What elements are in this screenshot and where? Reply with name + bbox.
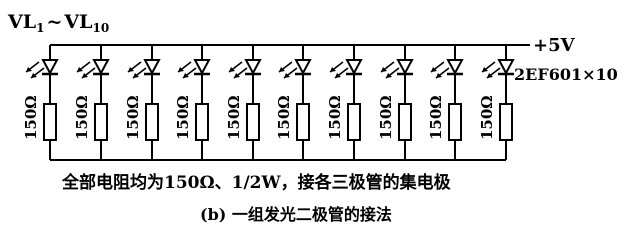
led-10-arrowhead-1: [482, 67, 488, 72]
led-7-arrowhead-2: [335, 73, 341, 78]
led-5-arrowhead-1: [229, 67, 235, 72]
led-5-arrowhead-2: [234, 73, 240, 78]
led-1-arrowhead-1: [26, 67, 32, 72]
led-4-arrowhead-1: [178, 67, 184, 72]
label-sub-10: 10: [93, 21, 110, 35]
resistor-label-3: 150Ω: [124, 95, 142, 140]
label-sub-1: 1: [36, 21, 44, 35]
led-3-triangle: [143, 59, 161, 76]
resistor-label-9: 150Ω: [427, 95, 445, 140]
led-9-arrowhead-2: [436, 73, 442, 78]
resistor-6: [296, 103, 310, 141]
label-tilde: ~: [46, 11, 62, 33]
led-branch-3: 150Ω: [124, 45, 161, 160]
resistor-2: [94, 103, 108, 141]
led-branch-7: 150Ω: [326, 45, 363, 160]
led-branch-6: 150Ω: [275, 45, 312, 160]
resistor-7: [347, 103, 361, 141]
led-2-triangle: [92, 59, 110, 76]
resistor-label-6: 150Ω: [275, 95, 293, 140]
led-8-triangle: [396, 59, 414, 76]
led-3-arrowhead-2: [133, 73, 139, 78]
led-branches: 150Ω 150Ω 150Ω 150Ω 150Ω 150Ω 150Ω 150Ω 150Ω 150Ω: [22, 45, 515, 160]
led-branch-4: 150Ω: [174, 45, 211, 160]
led-8-arrowhead-1: [381, 67, 387, 72]
led-7-triangle: [345, 59, 363, 76]
led-branch-5: 150Ω: [225, 45, 262, 160]
led-7-arrowhead-1: [330, 67, 336, 72]
resistor-label-2: 150Ω: [73, 95, 91, 140]
led-6-triangle: [294, 59, 312, 76]
led-branch-1: 150Ω: [22, 45, 59, 160]
resistor-label-1: 150Ω: [22, 95, 40, 140]
supply-label: +5V: [533, 35, 576, 56]
led-2-arrowhead-1: [77, 67, 83, 72]
led-branch-8: 150Ω: [377, 45, 414, 160]
caption-text: (b) 一组发光二极管的接法: [200, 205, 392, 224]
part-label: 2EF601×10: [514, 65, 618, 84]
led-9-arrowhead-1: [431, 67, 437, 72]
led-8-arrowhead-2: [386, 73, 392, 78]
resistor-label-5: 150Ω: [225, 95, 243, 140]
led-branch-10: 150Ω: [478, 45, 515, 160]
led-5-triangle: [244, 59, 262, 76]
resistor-1: [43, 103, 57, 141]
led-1-arrowhead-2: [31, 73, 37, 78]
led-branch-2: 150Ω: [73, 45, 110, 160]
resistor-10: [499, 103, 513, 141]
resistor-8: [398, 103, 412, 141]
led-10-arrowhead-2: [487, 73, 493, 78]
led-branch-9: 150Ω: [427, 45, 464, 160]
label-main: VL: [7, 11, 36, 33]
resistor-4: [195, 103, 209, 141]
led-10-triangle: [497, 59, 515, 76]
resistor-label-10: 150Ω: [478, 95, 496, 140]
resistor-label-4: 150Ω: [174, 95, 192, 140]
led-2-arrowhead-2: [82, 73, 88, 78]
led-4-arrowhead-2: [183, 73, 189, 78]
note-text: 全部电阻均为150Ω、1/2W，接各三极管的集电极: [61, 172, 451, 193]
led-6-arrowhead-1: [279, 67, 285, 72]
resistor-label-7: 150Ω: [326, 95, 344, 140]
resistor-9: [448, 103, 462, 141]
led-6-arrowhead-2: [284, 73, 290, 78]
led-9-triangle: [446, 59, 464, 76]
led-3-arrowhead-1: [128, 67, 134, 72]
led-4-triangle: [193, 59, 211, 76]
led-range-label: VL1~VL10: [7, 11, 109, 35]
resistor-3: [145, 103, 159, 141]
label-main-2: VL: [63, 11, 92, 33]
resistor-5: [246, 103, 260, 141]
resistor-label-8: 150Ω: [377, 95, 395, 140]
led-1-triangle: [41, 59, 59, 76]
